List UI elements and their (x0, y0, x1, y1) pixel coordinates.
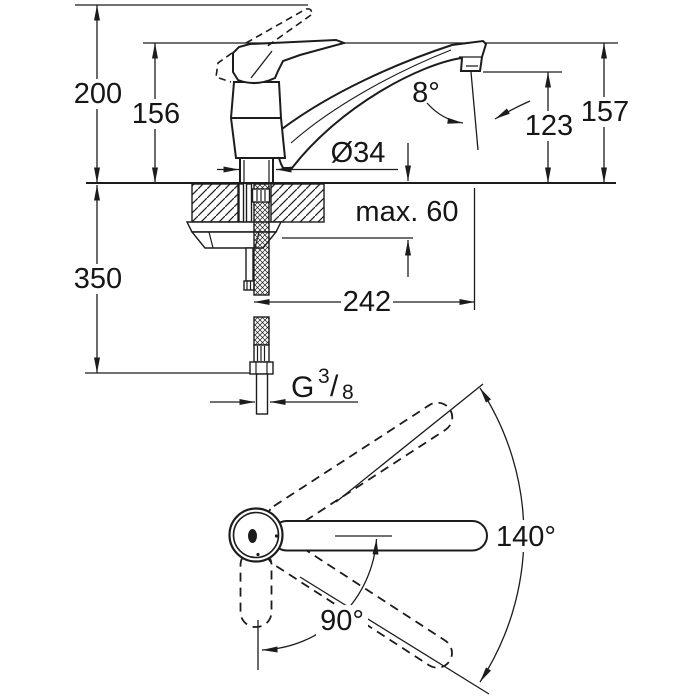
dim-under-counter: 350 (74, 263, 122, 295)
threaded-stud (245, 247, 254, 282)
flex-hose-lower (253, 316, 270, 346)
spout-outlet-detail (459, 56, 482, 67)
dim-spout-height: 157 (581, 96, 629, 128)
thread-label-slash: / (330, 370, 339, 403)
dim-swivel-range: 140° (496, 521, 556, 553)
dim-max-counter-thickness: max. 60 (355, 196, 458, 228)
faucet-lever-handle (232, 38, 348, 84)
supply-pipe-1 (238, 183, 245, 223)
swivel-leg-upper (335, 383, 484, 503)
label-200: 200 (72, 78, 124, 110)
hose-top-nut-ribs (256, 190, 266, 201)
side-view-labels: 200 156 350 157 123 242 max. 60 (72, 77, 631, 404)
dim-base-diameter: Ø34 (331, 137, 386, 169)
label-156: 156 (130, 98, 182, 130)
dim-spout-reach: 242 (343, 286, 391, 318)
faucet-side (215, 8, 488, 184)
supply-pipe-2 (245, 183, 253, 223)
side-view: 200 156 350 157 123 242 max. 60 (72, 4, 631, 415)
hose-hex-nut-flats (255, 362, 268, 374)
spout-highlight-line (290, 49, 452, 144)
flex-hose-upper (253, 183, 270, 296)
label-thread-g38: G 3 / 8 (291, 365, 354, 404)
spout-swivel-lower-dashed (266, 536, 453, 669)
base-dot-right (274, 534, 279, 538)
dim-outlet-height: 123 (525, 110, 573, 142)
dim-leader-8deg-right (494, 100, 531, 120)
stud-end-ribs (246, 281, 252, 290)
connection-tube (255, 373, 269, 415)
dim-handle-range: 90° (320, 605, 364, 637)
dim-leader-8deg-left (426, 102, 464, 124)
faucet-body (229, 81, 287, 159)
countertop-hatch-left (191, 183, 239, 223)
side-view-dimensions (94, 5, 607, 405)
lever-joint-line (250, 50, 273, 79)
countertop-hatch-right (270, 183, 325, 223)
hose-collar-ribs (256, 346, 266, 361)
mounting-hardware (185, 183, 283, 415)
base-center-mark (248, 529, 257, 543)
label-123: 123 (523, 110, 575, 142)
label-157: 157 (579, 96, 631, 128)
extension-lines (75, 4, 618, 374)
faucet-base-neck (239, 158, 274, 184)
stud-end-cap (243, 280, 255, 291)
outlet-axis-tilted-line (470, 71, 479, 151)
faucet-spout (276, 39, 488, 169)
label-90: 90° (316, 605, 368, 637)
hose-hex-nut (249, 361, 274, 375)
faucet-base-inner-ring (232, 511, 280, 559)
top-view: 140° 90° (228, 383, 562, 695)
label-242: 242 (341, 286, 393, 318)
base-dot-bottom (256, 552, 260, 557)
thread-label-g: G (291, 371, 314, 404)
label-140: 140° (490, 520, 562, 553)
thread-label-denominator: 8 (342, 381, 354, 404)
countertop-section (86, 182, 616, 223)
lever-raised-position-dashed (215, 8, 313, 83)
thread-label-numerator: 3 (318, 365, 330, 388)
faucet-neck-inner-lines (243, 160, 270, 183)
dim-body-height: 156 (132, 98, 180, 130)
label-350: 350 (72, 263, 124, 295)
dim-total-height: 200 (74, 78, 122, 110)
dim-outlet-angle: 8° (412, 77, 440, 109)
spout-swivel-upper-dashed (266, 401, 454, 535)
